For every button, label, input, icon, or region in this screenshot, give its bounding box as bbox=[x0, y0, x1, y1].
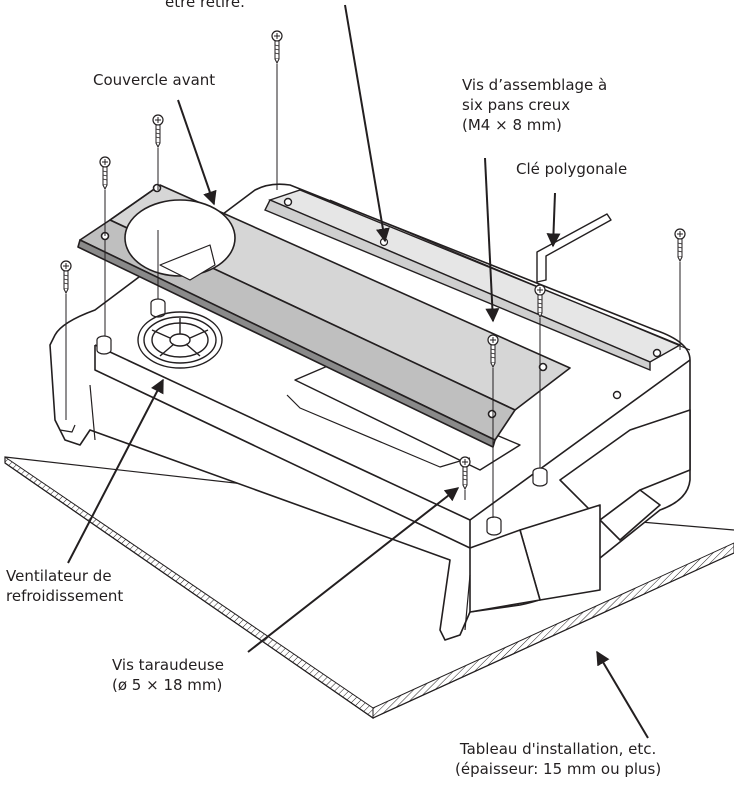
label-hex-socket-screw: Vis d’assemblage à six pans creux (M4 × … bbox=[462, 76, 608, 134]
screw-axis-lines bbox=[65, 64, 681, 518]
label-front-cover: Couvercle avant bbox=[93, 71, 216, 89]
label-removed-part: être retiré. bbox=[165, 0, 245, 11]
label-cooling-fan: Ventilateur de refroidissement bbox=[6, 567, 124, 605]
mounting-bosses bbox=[96, 298, 548, 536]
cooling-fan bbox=[137, 311, 223, 369]
hex-key-tool bbox=[536, 213, 612, 283]
front-cover bbox=[77, 183, 571, 448]
label-installation-panel: Tableau d'installation, etc. (épaisseur:… bbox=[455, 740, 662, 778]
top-plate bbox=[264, 189, 691, 400]
label-tapping-screw: Vis taraudeuse (ø 5 × 18 mm) bbox=[112, 656, 224, 694]
leader-arrows bbox=[67, 4, 649, 739]
label-hex-key: Clé polygonale bbox=[516, 160, 628, 178]
